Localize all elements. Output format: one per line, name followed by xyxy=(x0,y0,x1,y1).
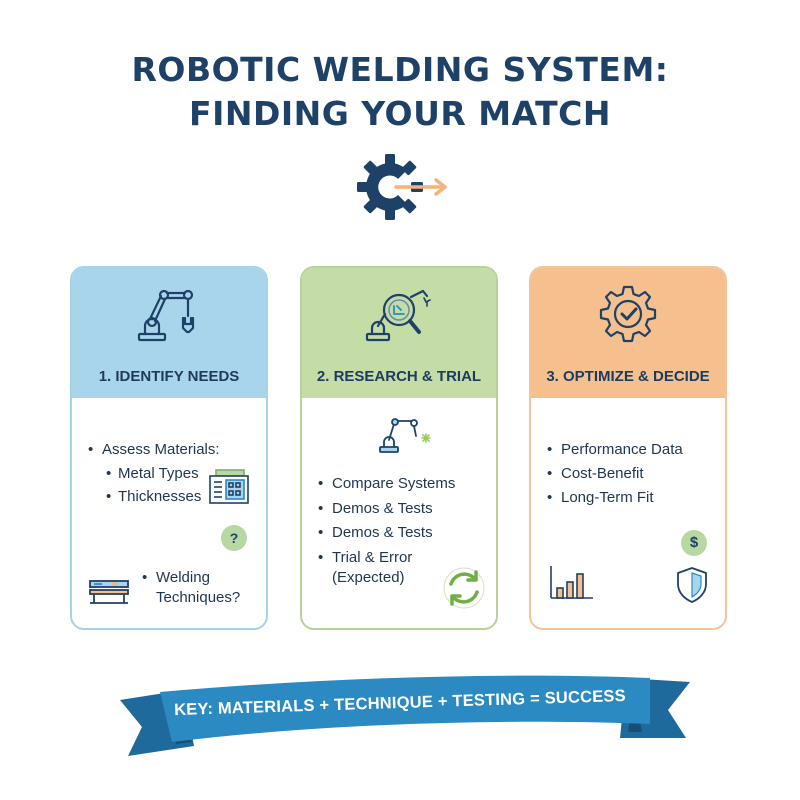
list-item: Trial & Error xyxy=(318,548,455,568)
title-line-1: ROBOTIC WELDING SYSTEM: xyxy=(131,50,669,89)
welding-table-icon xyxy=(89,580,129,604)
arrow-right-icon xyxy=(394,178,447,196)
list-item: Compare Systems xyxy=(318,474,455,494)
title-line-2: FINDING YOUR MATCH xyxy=(189,94,611,133)
card-list: Performance Data Cost-Benefit Long-Term … xyxy=(547,440,683,508)
gear-icon xyxy=(357,154,423,220)
magnifier-robot-icon xyxy=(365,289,431,342)
card-title: 3. OPTIMIZE & DECIDE xyxy=(546,368,710,385)
key-banner xyxy=(120,675,690,756)
list-item: Long-Term Fit xyxy=(547,488,683,508)
dollar-badge: $ xyxy=(681,530,707,556)
card-list-technique: Welding Techniques? xyxy=(142,568,240,608)
trial-expected-note: (Expected) xyxy=(332,569,405,586)
card-header: 3. OPTIMIZE & DECIDE xyxy=(531,268,725,398)
question-badge: ? xyxy=(221,525,247,551)
list-item-continued: Techniques? xyxy=(156,589,241,606)
material-samples-icon xyxy=(209,469,249,504)
card-header: 1. IDENTIFY NEEDS xyxy=(72,268,266,398)
list-item: Metal Types xyxy=(88,464,220,484)
list-item: Assess Materials: xyxy=(88,440,220,460)
card-list: Compare Systems Demos & Tests Demos & Te… xyxy=(318,474,455,568)
card-list: Assess Materials: Metal Types Thicknesse… xyxy=(88,440,220,507)
list-item: Demos & Tests xyxy=(318,523,455,543)
page-title: ROBOTIC WELDING SYSTEM: FINDING YOUR MAT… xyxy=(0,48,800,136)
list-item: Welding xyxy=(142,568,240,588)
bar-chart-icon xyxy=(550,566,593,599)
list-item: Performance Data xyxy=(547,440,683,460)
list-item: Thicknesses xyxy=(88,487,220,507)
robot-arm-wrench-icon xyxy=(137,289,195,342)
list-item: Cost-Benefit xyxy=(547,464,683,484)
card-title: 1. IDENTIFY NEEDS xyxy=(98,368,240,385)
welding-robot-icon xyxy=(379,418,431,453)
card-identify-needs: 1. IDENTIFY NEEDS Assess Materials: Meta… xyxy=(70,266,268,630)
card-research-trial: 2. RESEARCH & TRIAL Compare Systems Demo… xyxy=(300,266,498,630)
card-header: 2. RESEARCH & TRIAL xyxy=(302,268,496,398)
shield-icon xyxy=(677,567,707,603)
list-item: Demos & Tests xyxy=(318,499,455,519)
gear-arrow-icon xyxy=(357,154,447,220)
card-optimize-decide: 3. OPTIMIZE & DECIDE Performance Data Co… xyxy=(529,266,727,630)
refresh-cycle-icon xyxy=(443,567,485,609)
gear-check-icon xyxy=(599,285,657,343)
card-title: 2. RESEARCH & TRIAL xyxy=(316,368,482,385)
